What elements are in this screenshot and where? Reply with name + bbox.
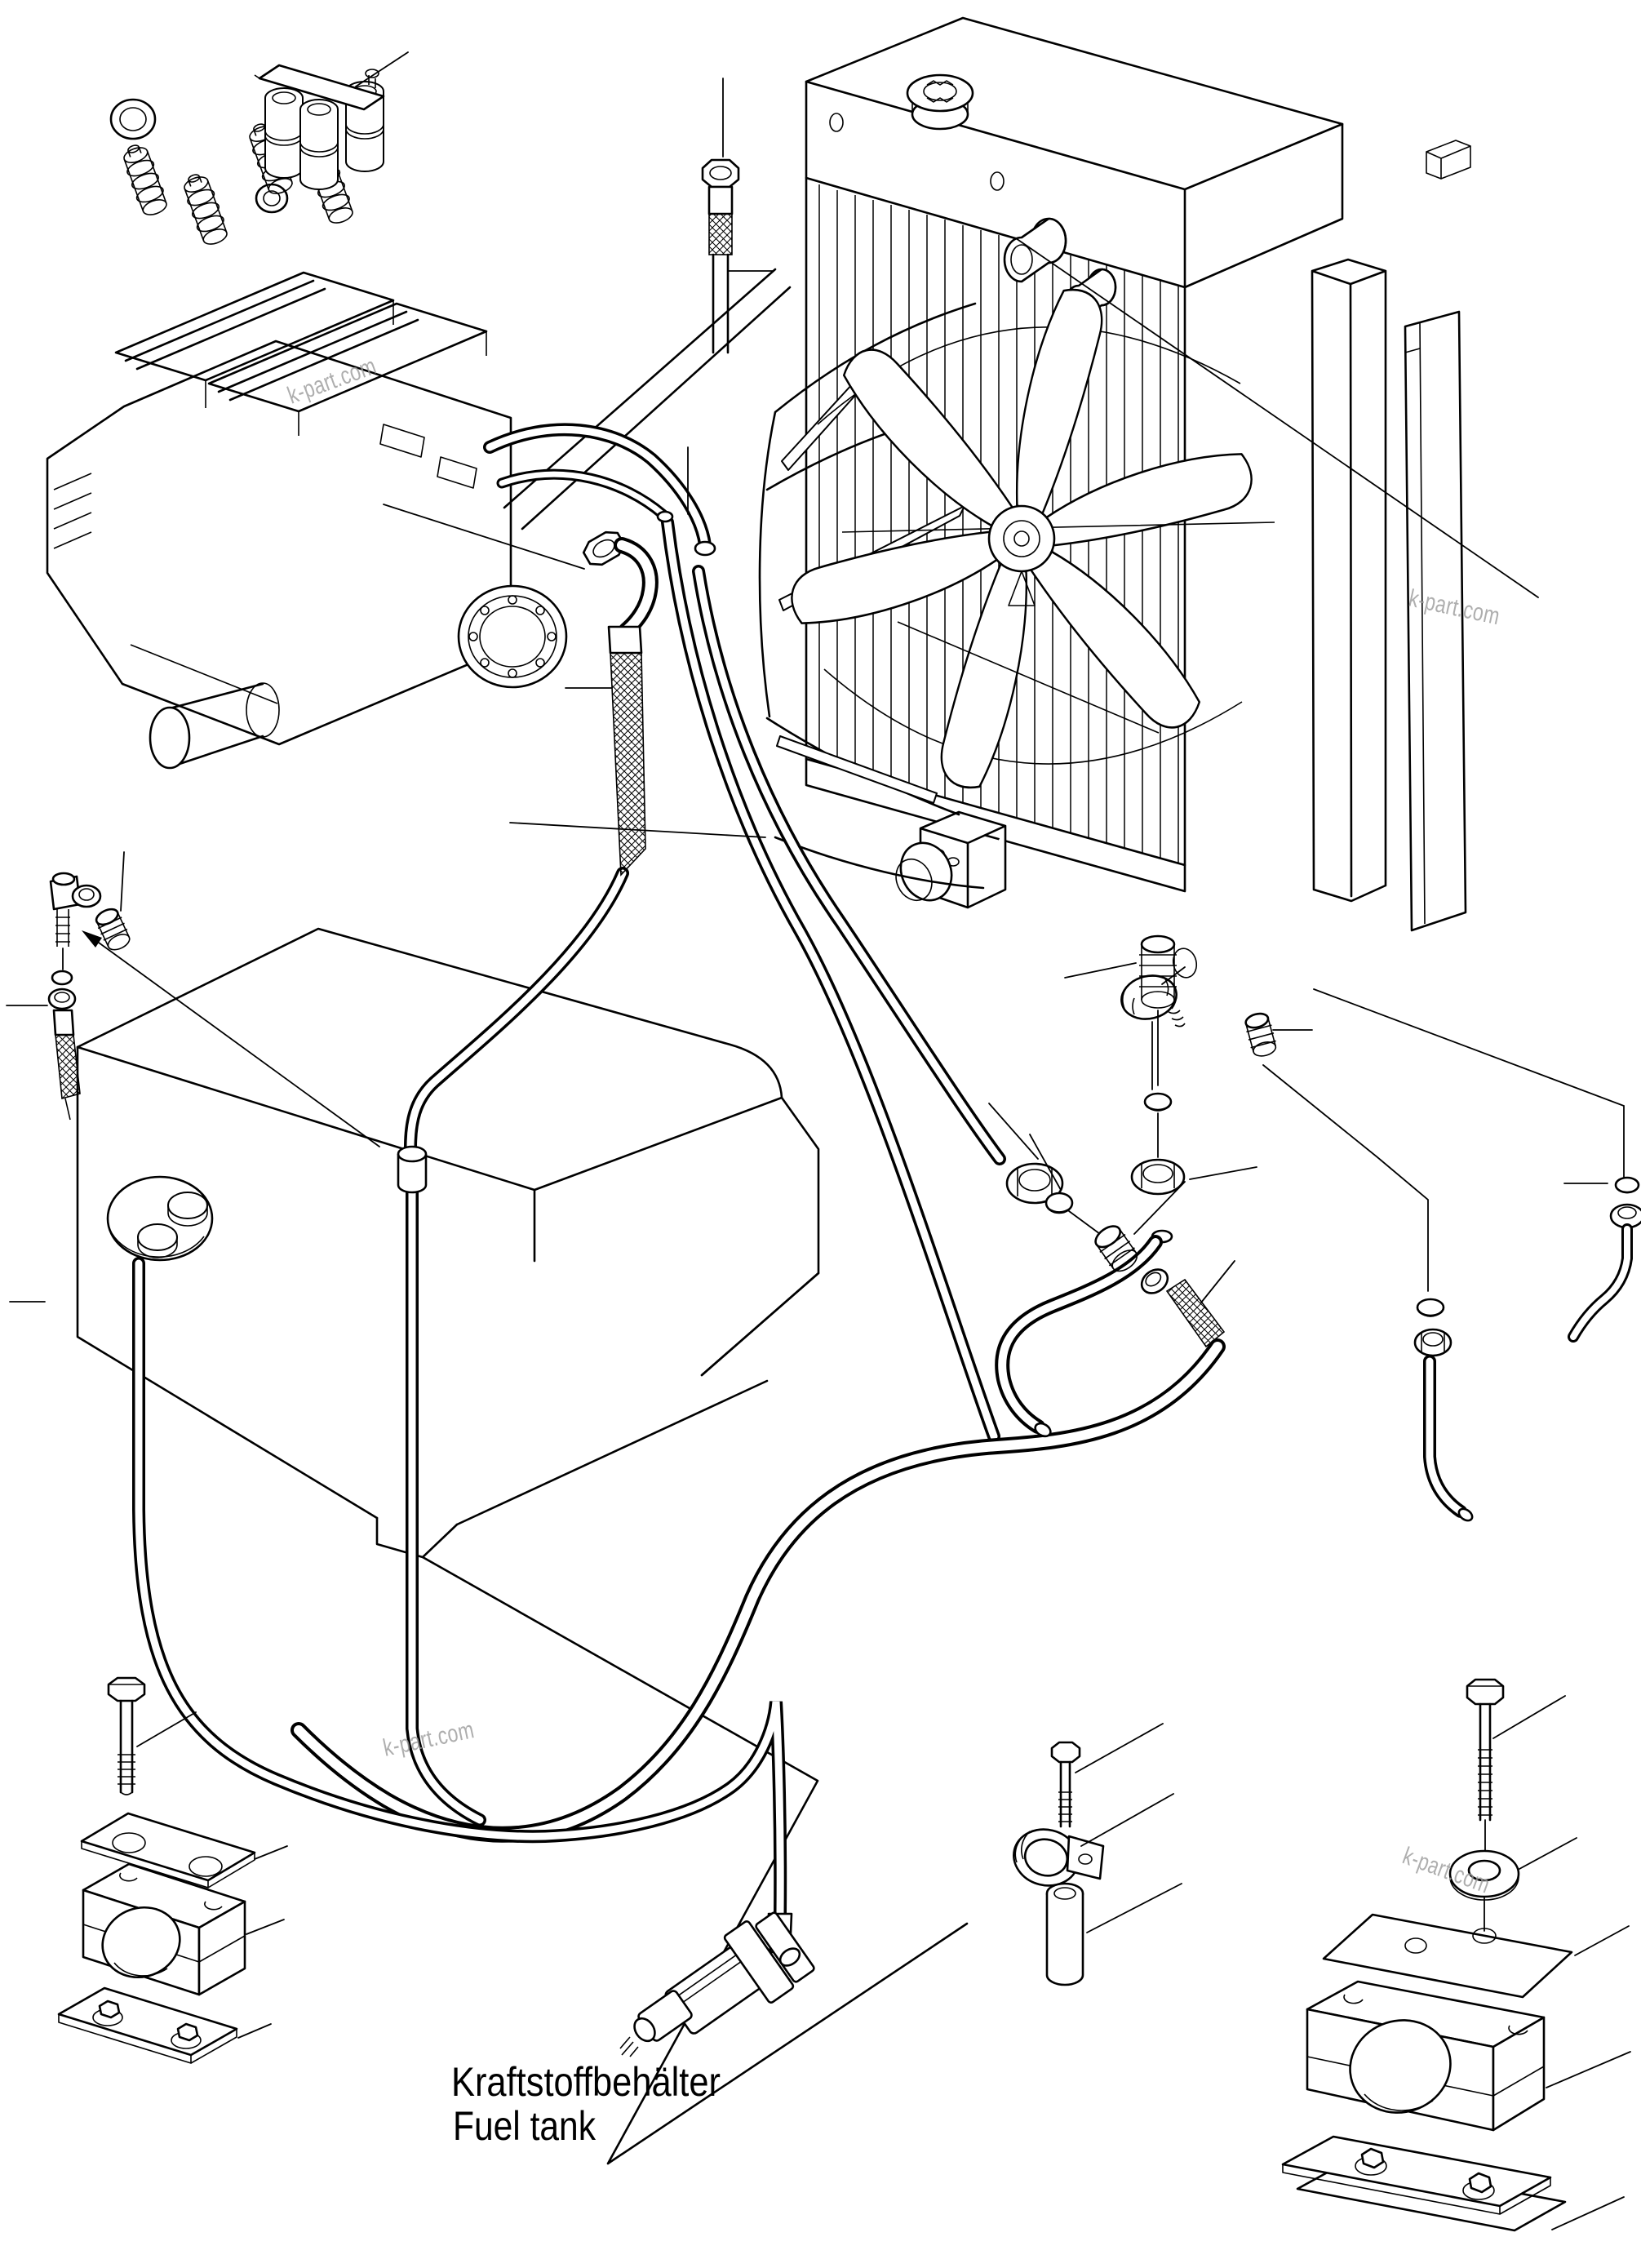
filter-rail xyxy=(258,64,385,111)
clamp-top-plate xyxy=(1322,1913,1573,1999)
bent-pipe xyxy=(1423,1355,1474,1522)
fuel-filter-bank xyxy=(254,64,385,190)
hose-nut xyxy=(47,988,77,1010)
braided-fuel-hose xyxy=(701,78,774,354)
sender-cap-icon xyxy=(137,1223,178,1251)
union-nut xyxy=(71,884,102,908)
hose-end-hex xyxy=(1140,1268,1169,1294)
starter-motor xyxy=(149,682,280,770)
clamp-bottom-plate xyxy=(57,1986,238,2064)
mount-hole-icon xyxy=(829,113,844,132)
nut-icon xyxy=(176,2022,199,2042)
braid-section xyxy=(708,213,733,255)
radiator-inlet-port xyxy=(1003,217,1067,283)
injector-stack xyxy=(118,140,171,220)
radiator-bracket-foot xyxy=(895,810,1007,909)
fuel-tank-body xyxy=(76,927,969,2165)
hose-nut xyxy=(701,158,740,189)
spacer-tube xyxy=(1045,1882,1084,1986)
nipple-fitting xyxy=(1139,934,1177,1009)
fuel-hose-supply xyxy=(692,565,1006,1165)
clamp-group-right xyxy=(1281,1678,1573,2232)
watermark: k-part.com xyxy=(381,1716,477,1762)
clamp-block xyxy=(1306,1980,1546,2132)
diesel-engine xyxy=(46,98,716,770)
hex-bolt-long xyxy=(1466,1678,1505,1853)
valve-flange xyxy=(723,1920,795,2004)
pipe-collar-fitting xyxy=(397,1145,428,1194)
tank-sender-plate xyxy=(106,1175,214,1262)
clamp-bottom-plates xyxy=(1281,2135,1567,2232)
p-clamp xyxy=(1013,1828,1105,1887)
idler-pulley xyxy=(109,98,157,140)
valve-elbow xyxy=(778,1947,801,1967)
radiator-top-tank xyxy=(805,16,1344,191)
hex-bolt xyxy=(107,1676,146,1795)
braid-section xyxy=(610,652,646,877)
radiator-side-channel xyxy=(1311,258,1387,903)
label-fuel-tank-en: Fuel tank xyxy=(453,2103,597,2149)
cooling-fan xyxy=(783,282,1275,795)
elbow-fitting-group xyxy=(47,851,131,1121)
clamp-block xyxy=(82,1862,246,1996)
ferrule xyxy=(1143,1092,1173,1112)
radiator-filler-cap xyxy=(906,73,974,131)
nut-icon xyxy=(98,1999,121,2019)
pipe-clamp-group xyxy=(1013,1741,1105,1986)
petcock-tip xyxy=(619,2036,639,2057)
injector-stack xyxy=(179,170,232,249)
nut-icon xyxy=(1468,2172,1492,2194)
side-baffle-plate xyxy=(1404,310,1467,932)
reference-arrow xyxy=(82,930,380,1147)
ferrule xyxy=(1614,1176,1640,1194)
part-label: Kraftstoffbehälter Fuel tank xyxy=(451,2059,721,2149)
clamp-group-left xyxy=(57,1676,256,2064)
ferrule xyxy=(51,970,73,986)
bent-pipe xyxy=(995,1229,1173,1438)
union-nut xyxy=(1413,1328,1453,1357)
tank-pickup-pipe xyxy=(132,1257,787,1920)
nipple-fitting xyxy=(1244,1012,1277,1057)
leader-lines xyxy=(6,51,1631,2230)
braid-section xyxy=(1165,1278,1226,1348)
shroud-slat xyxy=(776,735,938,804)
fuel-hose-return xyxy=(661,516,1000,1443)
nipple-fitting xyxy=(95,908,131,951)
sender-cap-icon xyxy=(167,1192,208,1219)
fan-hub xyxy=(987,504,1056,573)
olive-ferrule xyxy=(1044,1192,1074,1214)
elbow-hose-fitting xyxy=(582,530,659,877)
pipe-fittings xyxy=(995,934,1641,1522)
fuel-cock-valve xyxy=(619,1911,815,2057)
bent-pipe xyxy=(1568,1223,1633,1343)
ferrule xyxy=(1416,1298,1445,1317)
label-fuel-tank-de: Kraftstoffbehälter xyxy=(451,2059,721,2105)
watermark: k-part.com xyxy=(1407,585,1502,631)
nut-icon xyxy=(1360,2147,1385,2169)
clamp-top-plate xyxy=(80,1812,256,1889)
valve-flange xyxy=(755,1911,815,1983)
lower-fuel-hose xyxy=(291,1338,1226,1843)
hex-bolt xyxy=(1050,1741,1081,1828)
shroud-slat xyxy=(781,383,859,471)
braided-hose-end xyxy=(55,1034,81,1100)
stud-fitting xyxy=(1094,1225,1138,1272)
watermark: k-part.com xyxy=(284,353,379,410)
flywheel-housing xyxy=(457,584,568,689)
engine-to-tank-hose xyxy=(397,867,629,1826)
mount-hole-icon xyxy=(990,171,1005,191)
union-nut xyxy=(1005,1162,1064,1205)
hose-nut xyxy=(1130,1158,1186,1196)
